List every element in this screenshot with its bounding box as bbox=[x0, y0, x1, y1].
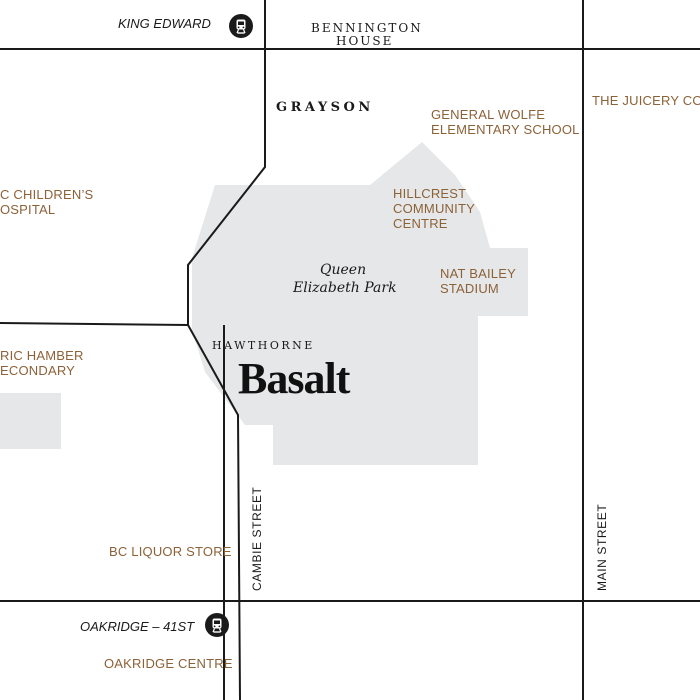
park-label-line1: Queen bbox=[320, 262, 367, 278]
street-label-cambie: CAMBIE STREET bbox=[250, 486, 264, 591]
poi-oakridge-centre: OAKRIDGE CENTRE bbox=[104, 656, 233, 671]
train-icon bbox=[229, 14, 253, 38]
west-green-area bbox=[0, 393, 61, 449]
poi-hillcrest-line2: COMMUNITY bbox=[393, 201, 475, 216]
train-icon bbox=[205, 613, 229, 637]
station-label-oakridge: OAKRIDGE – 41ST bbox=[80, 619, 195, 634]
poi-nat-bailey: NAT BAILEY bbox=[440, 266, 516, 281]
poi-childrens-hospital-line2: OSPITAL bbox=[0, 202, 56, 217]
cambie-street-road bbox=[187, 0, 266, 700]
street-label-main: MAIN STREET bbox=[595, 503, 609, 591]
poi-bc-liquor: BC LIQUOR STORE bbox=[109, 544, 232, 559]
landmark-grayson: GRAYSON bbox=[276, 100, 374, 115]
poi-general-wolfe: GENERAL WOLFE bbox=[431, 107, 546, 122]
poi-general-wolfe-line2: ELEMENTARY SCHOOL bbox=[431, 122, 580, 137]
brand-logo: Basalt bbox=[238, 354, 350, 403]
landmark-bennington-house: BENNINGTON bbox=[311, 21, 423, 35]
poi-eric-hamber-line2: ECONDARY bbox=[0, 363, 76, 378]
station-label-king-edward: KING EDWARD bbox=[118, 16, 211, 31]
park-label-line2: Elizabeth Park bbox=[293, 280, 397, 296]
poi-eric-hamber: RIC HAMBER bbox=[0, 348, 84, 363]
poi-hillcrest: HILLCREST bbox=[393, 186, 467, 201]
poi-juicery: THE JUICERY CO. bbox=[592, 93, 700, 108]
queen-elizabeth-park-area bbox=[192, 142, 528, 465]
landmark-bennington-house-line2: HOUSE bbox=[336, 34, 394, 48]
poi-hillcrest-line3: CENTRE bbox=[393, 216, 448, 231]
west-cross-road bbox=[0, 322, 189, 326]
poi-childrens-hospital: C CHILDREN’S bbox=[0, 187, 94, 202]
brand-subtitle: HAWTHORNE bbox=[212, 339, 315, 352]
poi-nat-bailey-line2: STADIUM bbox=[440, 281, 499, 296]
